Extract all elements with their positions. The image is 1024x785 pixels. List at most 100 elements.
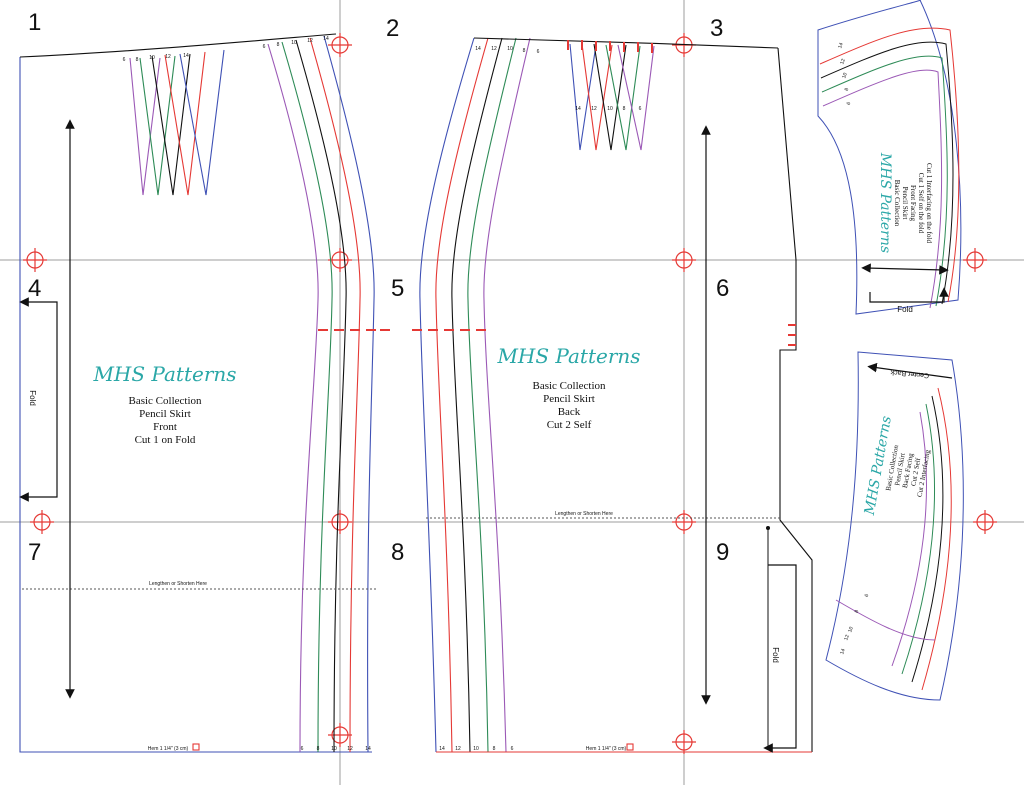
back-line-4: Cut 2 Self — [547, 419, 592, 431]
page-number: 4 — [28, 275, 41, 302]
back-line-1: Basic Collection — [532, 380, 606, 392]
page-number: 7 — [28, 539, 41, 566]
back-facing-piece — [825, 351, 964, 701]
front-facing-labels: MHS Patterns Basic Collection Pencil Ski… — [837, 42, 933, 314]
size-label: 6 — [511, 746, 514, 752]
front-brand: MHS Patterns — [92, 362, 236, 386]
front-outline — [19, 57, 372, 753]
page-number: 2 — [386, 15, 399, 42]
front-line-3: Front — [153, 421, 177, 433]
back-hem-marker — [626, 743, 634, 751]
size-label: 8 — [317, 746, 320, 752]
front-fold-bracket — [19, 297, 58, 502]
page-number: 1 — [28, 9, 41, 36]
size-label: 8 — [623, 106, 626, 112]
size-label: 10 — [331, 746, 337, 752]
page-number: 5 — [391, 275, 404, 302]
back-brand: MHS Patterns — [496, 344, 640, 368]
front-side-8 — [281, 41, 333, 753]
reg-mark — [963, 248, 987, 272]
size-label: 10 — [473, 746, 479, 752]
size-label: 6 — [639, 106, 642, 112]
page-number: 9 — [716, 539, 729, 566]
front-facing-piece — [817, 0, 962, 315]
size-label: 14 — [183, 53, 189, 59]
front-line-2: Pencil Skirt — [139, 408, 191, 420]
reg-mark — [328, 723, 352, 747]
back-line-2: Pencil Skirt — [543, 393, 595, 405]
front-facing-line-1: Basic Collection — [893, 180, 901, 227]
size-label: 12 — [347, 746, 353, 752]
front-hem-label: Hem 1 1/4" (3 cm) — [148, 746, 189, 752]
front-side-10 — [295, 39, 347, 753]
front-facing-fold-label: Fold — [897, 305, 913, 314]
size-label: 14 — [323, 36, 329, 42]
back-fold-label: Fold — [771, 647, 780, 663]
size-label: 8 — [136, 57, 139, 63]
back-side-8 — [467, 37, 517, 753]
back-side-12 — [435, 37, 489, 753]
reg-mark — [23, 248, 47, 272]
back-center — [777, 47, 813, 752]
size-label: 6 — [846, 101, 853, 106]
reg-mark — [672, 248, 696, 272]
reg-mark — [328, 33, 352, 57]
size-label: 14 — [839, 648, 847, 655]
back-lengthen-label: Lengthen or Shorten Here — [555, 511, 613, 517]
reg-mark — [30, 510, 54, 534]
front-facing-line-4: Cut 1 Self on the fold — [917, 173, 925, 234]
back-piece — [412, 37, 813, 753]
size-label: 8 — [523, 48, 526, 54]
size-label: 6 — [537, 49, 540, 55]
page-number: 6 — [716, 275, 729, 302]
size-label: 14 — [439, 746, 445, 752]
reg-mark — [672, 510, 696, 534]
front-hem-marker — [192, 743, 200, 751]
size-label: 12 — [591, 106, 597, 112]
size-label: 14 — [475, 46, 481, 52]
size-label: 14 — [575, 106, 581, 112]
back-fold-bracket — [763, 564, 797, 753]
back-side-6 — [483, 37, 531, 753]
size-label: 6 — [123, 57, 126, 63]
front-side-14 — [323, 35, 375, 753]
size-label: 14 — [837, 42, 845, 49]
size-label: 12 — [165, 54, 171, 60]
size-label: 12 — [839, 58, 847, 65]
front-piece — [19, 33, 390, 753]
size-label: 10 — [291, 40, 297, 46]
size-label: 8 — [493, 746, 496, 752]
back-notches — [412, 324, 796, 346]
reg-mark — [672, 730, 696, 754]
front-side-6 — [267, 43, 319, 753]
reg-mark — [328, 510, 352, 534]
front-facing-line-5: Cut 1 Interfacing on the fold — [925, 163, 933, 243]
size-label: 8 — [854, 609, 861, 614]
front-line-4: Cut 1 on Fold — [135, 434, 196, 446]
size-label: 6 — [263, 44, 266, 50]
size-label: 10 — [149, 55, 155, 61]
front-fold-label: Fold — [28, 390, 37, 406]
size-label: 10 — [841, 72, 849, 79]
size-label: 6 — [301, 746, 304, 752]
front-facing-line-3: Front Facing — [909, 185, 917, 221]
size-label: 14 — [365, 746, 371, 752]
reg-mark — [328, 248, 352, 272]
back-facing-center-label: Center Back — [890, 368, 929, 378]
size-label: 10 — [847, 626, 855, 633]
reg-mark — [973, 510, 997, 534]
back-waist-ticks — [567, 40, 653, 53]
back-facing-labels: Center Back MHS Patterns Basic Collectio… — [839, 368, 932, 655]
back-side-10 — [451, 37, 503, 753]
front-labels: MHS Patterns Basic Collection Pencil Ski… — [28, 36, 371, 752]
page-number: 8 — [391, 539, 404, 566]
front-lengthen-label: Lengthen or Shorten Here — [149, 581, 207, 587]
back-darts — [569, 43, 655, 151]
page-numbers: 1 2 3 4 5 6 7 8 9 — [28, 9, 729, 566]
page-number: 3 — [710, 15, 723, 42]
front-side-12 — [309, 37, 361, 753]
size-label: 12 — [491, 46, 497, 52]
back-labels: MHS Patterns Basic Collection Pencil Ski… — [439, 46, 780, 752]
